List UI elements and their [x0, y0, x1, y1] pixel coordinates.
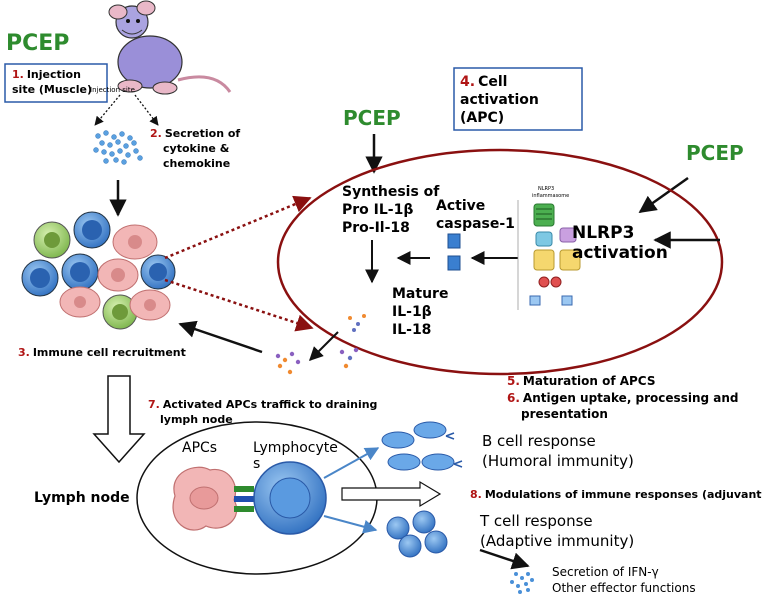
lymph-node-label: Lymph node — [34, 490, 130, 506]
synthesis-label: Synthesis of — [342, 184, 440, 200]
arrow-to-bcells — [323, 447, 380, 479]
dotted-arrow-right — [134, 94, 159, 126]
synthesis-label-line2: Pro IL-1β — [342, 202, 413, 218]
step5-label: 5.Maturation of APCS — [507, 374, 655, 388]
pcep-label-mid: PCEP — [343, 106, 401, 130]
mature-cytokine-dots-icon — [348, 314, 366, 332]
mouse-icon — [108, 0, 232, 95]
dotted-arrow-left — [94, 94, 121, 126]
secretion-label: Secretion of IFN-γ — [552, 565, 659, 579]
nlrp3-activation-label-line2: activation — [572, 243, 668, 263]
step2-label-line2: cytokine & — [163, 142, 230, 155]
svg-text:inflammasome: inflammasome — [532, 193, 569, 199]
active-caspase-label-line2: caspase-1 — [436, 216, 515, 232]
pcep-label-top-left: PCEP — [6, 31, 69, 56]
cytokine-dots-icon — [93, 130, 143, 165]
lymphocytes-label-line2: s — [253, 456, 260, 472]
step2-label: 2.Secretion of — [150, 127, 240, 140]
arrow-to-secretion — [479, 548, 530, 570]
immune-cell-cluster-icon — [21, 211, 176, 330]
bcell-response-label: B cell response — [482, 432, 596, 450]
tcell-group-icon — [386, 510, 448, 558]
bcell-response-label-line2: (Humoral immunity) — [482, 452, 634, 470]
lymphocytes-label: Lymphocyte — [253, 440, 338, 456]
injection-site-box — [4, 63, 108, 103]
arrow-secretion-out — [309, 331, 339, 361]
mature-label-line2: IL-1β — [392, 304, 432, 320]
apc-lymphocyte-synapse-icon — [172, 461, 327, 535]
nlrp3-activation-label: NLRP3 — [572, 223, 634, 243]
step2-label-line3: chemokine — [163, 157, 230, 170]
secreted-cytokines-icon — [275, 347, 359, 375]
nlrp3-inflammasome-icon: NLRP3 inflammasome — [517, 186, 581, 310]
ifn-dots-icon — [510, 572, 534, 594]
step1-label: 1.Injection — [12, 68, 81, 81]
arrow-back-to-cells — [178, 320, 263, 354]
step7-label: 7.Activated APCs traffick to draining — [148, 398, 377, 411]
mature-label: Mature — [392, 286, 448, 302]
svg-text:NLRP3: NLRP3 — [538, 186, 554, 192]
arrow-to-tcells — [323, 515, 378, 534]
apc-cell-ellipse — [276, 148, 724, 376]
step4-label: 4.Cell — [460, 74, 507, 90]
red-dotted-arrow-up — [164, 195, 312, 260]
step6-label: 6.Antigen uptake, processing and — [507, 391, 739, 405]
pcep-label-right: PCEP — [686, 141, 744, 165]
tcell-response-label: T cell response — [479, 512, 593, 530]
arrow-pcep-right — [638, 176, 689, 214]
step4-label-line3: (APC) — [460, 110, 504, 126]
caspase-block-top-icon — [447, 233, 461, 249]
hollow-arrow-modulation — [341, 480, 442, 508]
apcs-label: APCs — [182, 440, 217, 456]
tcell-response-label-line2: (Adaptive immunity) — [480, 532, 634, 550]
injection-site-note: Injection site — [90, 86, 135, 94]
step8-label: 8.Modulations of immune responses (adjuv… — [470, 488, 765, 501]
bcell-group-icon — [381, 421, 463, 471]
red-dotted-arrow-down — [164, 278, 314, 332]
step6-label-line2: presentation — [521, 407, 608, 421]
step4-label-line2: activation — [460, 92, 539, 108]
mature-label-line3: IL-18 — [392, 322, 431, 338]
step1-label-line2: site (Muscle) — [12, 83, 92, 96]
cell-activation-box — [453, 67, 583, 131]
hollow-arrow-to-lymph-node — [92, 375, 146, 464]
step3-label: 3.Immune cell recruitment — [18, 346, 186, 359]
caspase-block-bottom-icon — [447, 255, 461, 271]
active-caspase-label: Active — [436, 198, 485, 214]
step7-label-line2: lymph node — [160, 413, 233, 426]
secretion-label-line2: Other effector functions — [552, 581, 696, 595]
synthesis-label-line3: Pro-Il-18 — [342, 220, 410, 236]
